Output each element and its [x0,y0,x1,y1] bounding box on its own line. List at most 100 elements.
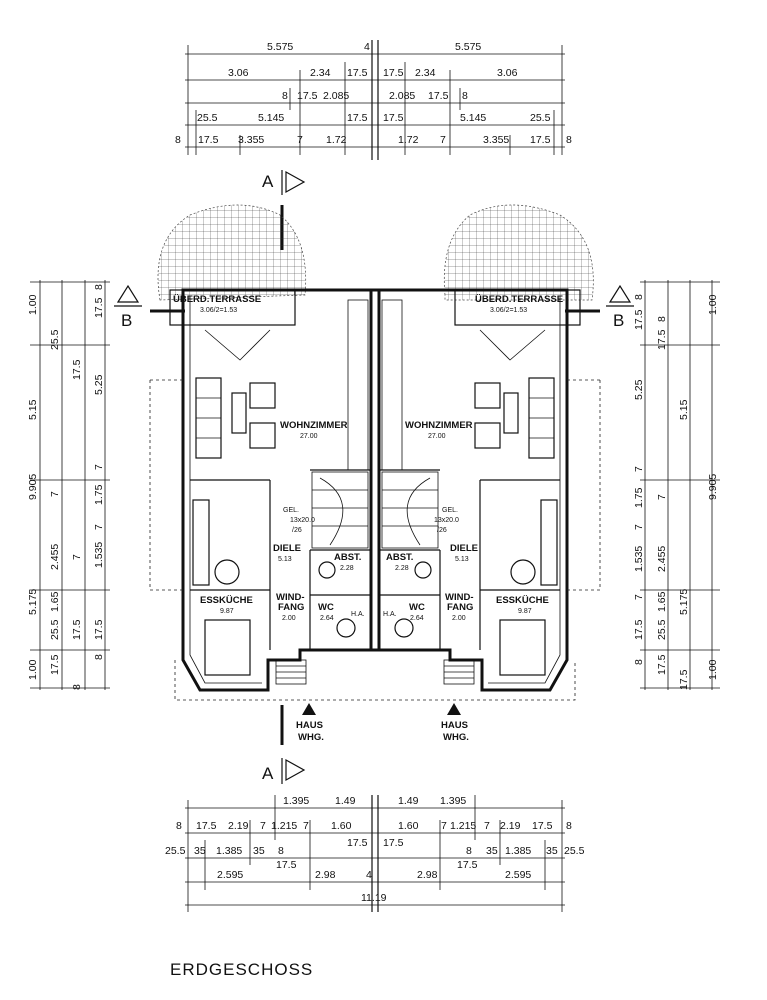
bottom-dim-r3-10: 35 [546,845,558,857]
top-dimension-chains: 5.575 4 5.575 3.06 2.34 17.5 17.5 2.34 3… [175,40,572,160]
left-mid-3: 2.455 [49,544,61,570]
top-dim-r5-3: 7 [297,134,303,146]
left-mid-1: 17.5 [71,359,83,380]
entrance-right-line2: WHG. [443,732,469,743]
right-mid-0: 8 [656,316,668,322]
terrace-label-right: ÜBERD.TERRASSE [475,294,563,305]
wc-area-left: 2.64 [320,615,334,622]
entrance-arrow-right-icon [447,703,461,715]
top-dim-r4-2: 17.5 [347,112,368,124]
top-dim-r3-0: 8 [282,90,288,102]
stair-ratio-left: /26 [292,527,302,534]
top-dim-r4-4: 5.145 [460,112,486,124]
hall-label-right: DIELE [450,543,478,554]
stair-ratio-right: /26 [437,527,447,534]
right-mid-4: 25.5 [656,619,668,640]
entrance-left-line2: WHG. [298,732,324,743]
right-mid-5: 1.65 [656,591,668,612]
right-inner-4: 1.75 [633,487,645,508]
left-inner-4: 1.75 [93,484,105,505]
left-inner-8: 17.5 [93,619,105,640]
living-label-left: WOHNZIMMER [280,420,348,431]
top-dim-r4-5: 25.5 [530,112,551,124]
right-mid-3: 2.455 [656,546,668,572]
bottom-dim-r2-9: 1.215 [450,820,476,832]
right-inner-1: 17.5 [633,309,645,330]
left-inner-1: 8 [93,284,105,290]
bottom-dim-r4-0: 2.595 [217,869,243,881]
top-dim-r5-9: 8 [566,134,572,146]
right-inner-3: 7 [633,466,645,472]
bottom-dim-r2-13: 8 [566,820,572,832]
section-label-b-left: B [121,311,133,330]
kitchen-label-left: ESSKÜCHE [200,595,253,606]
storage-area-left: 2.28 [340,565,354,572]
terrace-calc-right: 3.06/2=1.53 [490,307,527,314]
right-inner-5: 7 [633,524,645,530]
bottom-dim-r3-9: 1.385 [505,845,531,857]
left-inner-3: 7 [93,464,105,470]
vestibule-line2-right: FANG [447,602,473,613]
bottom-dim-r3-6: 17.5 [383,837,404,849]
hall-area-right: 5.13 [455,556,469,563]
entrance-left: HAUS WHG. [296,703,324,743]
top-dim-r4-3: 17.5 [383,112,404,124]
ha-label-right: H.A. [383,611,397,618]
stair-spec-left: 13x20.0 [290,517,315,524]
left-outer-1: 5.15 [27,399,39,420]
entrance-right-line1: HAUS [441,720,468,731]
top-dim-r4-0: 25.5 [197,112,218,124]
bottom-dim-r4-2: 2.98 [315,869,336,881]
room-labels-right: ÜBERD.TERRASSE 3.06/2=1.53 WOHNZIMMER 27… [383,294,563,622]
top-dim-r3-5: 8 [462,90,468,102]
top-dim-r5-0: 8 [175,134,181,146]
bottom-dim-r3-5: 17.5 [347,837,368,849]
left-inner-9: 8 [93,654,105,660]
bottom-dim-r2-4: 1.215 [271,820,297,832]
right-inner-6: 1.535 [633,546,645,572]
section-marker-b-left: B [114,284,185,330]
bottom-dim-r2-0: 8 [176,820,182,832]
bottom-dim-r2-8: 7 [441,820,447,832]
right-outer-4: 1.00 [707,659,719,680]
left-mid-7: 17.5 [71,619,83,640]
top-dim-r5-1: 17.5 [198,134,219,146]
right-inner-2: 5.25 [633,379,645,400]
bottom-dim-r2-1: 17.5 [196,820,217,832]
wc-label-left: WC [318,602,334,613]
bottom-dim-r3-7: 8 [466,845,472,857]
top-dim-r1-1: 4 [364,41,370,53]
left-inner-5: 7 [93,524,105,530]
right-outer-2: 9.905 [707,474,719,500]
bottom-dim-r2-5: 7 [303,820,309,832]
bottom-dim-r4-4: 2.98 [417,869,438,881]
section-marker-b-right: B [565,284,634,330]
living-label-right: WOHNZIMMER [405,420,473,431]
right-mid-7: 17.5 [678,669,690,690]
right-inner-8: 17.5 [633,619,645,640]
vestibule-area-right: 2.00 [452,615,466,622]
stair-gel-left: GEL. [283,507,299,514]
bottom-dim-r2-12: 17.5 [532,820,553,832]
terrace-label-left: ÜBERD.TERRASSE [173,294,261,305]
right-outer-0: 1.00 [707,294,719,315]
top-dim-r3-3: 2.085 [389,90,415,102]
top-dim-r5-5: 1.72 [398,134,419,146]
vestibule-area-left: 2.00 [282,615,296,622]
top-dim-r5-8: 17.5 [530,134,551,146]
right-outer-1: 5.15 [678,399,690,420]
bottom-dim-r2-11: 2.19 [500,820,521,832]
left-outer-2: 9.905 [27,474,39,500]
storage-label-right: ABST. [386,552,413,563]
right-inner-7: 7 [633,594,645,600]
entrance-left-line1: HAUS [296,720,323,731]
kitchen-label-right: ESSKÜCHE [496,595,549,606]
bottom-dim-r1-1: 1.49 [335,795,356,807]
vestibule-line2-left: FANG [278,602,304,613]
left-outer-0: 1.00 [27,294,39,315]
stair-spec-right: 13x20.0 [434,517,459,524]
left-mid-4: 25.5 [49,619,61,640]
wc-label-right: WC [409,602,425,613]
right-inner-0: 8 [633,294,645,300]
bottom-dim-r1-3: 1.395 [440,795,466,807]
